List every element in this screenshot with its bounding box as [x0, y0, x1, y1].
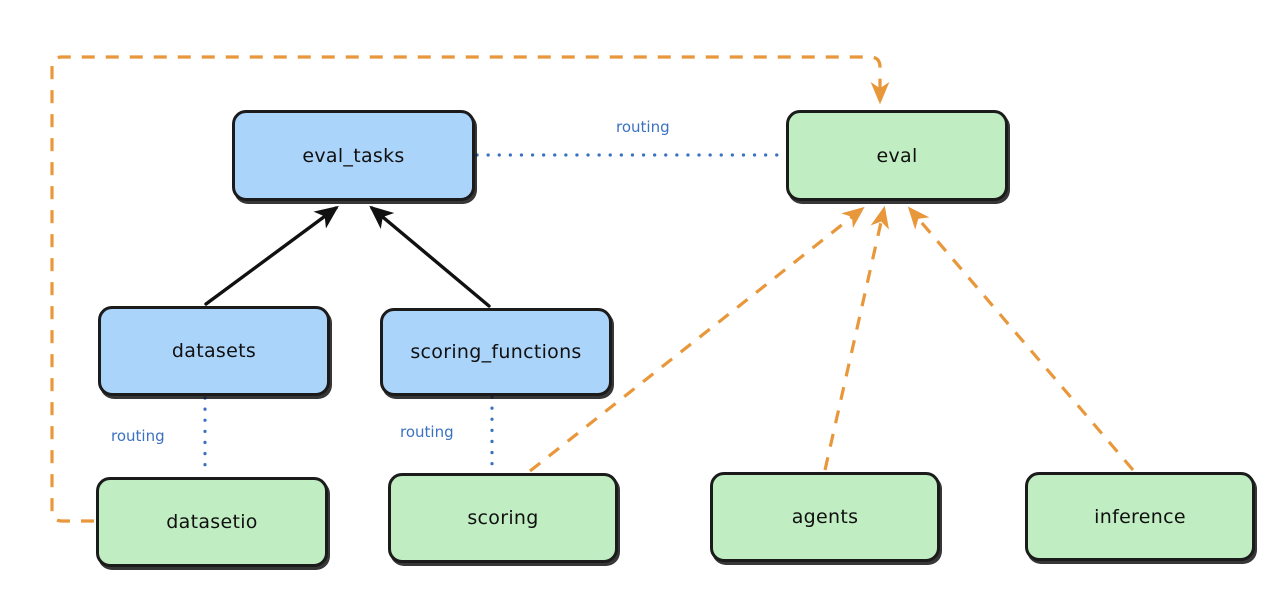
- node-datasets-label: datasets: [171, 340, 257, 362]
- node-scoring-functions-label: scoring_functions: [410, 341, 582, 363]
- node-datasets[interactable]: datasets: [98, 306, 330, 396]
- node-agents-label: agents: [791, 506, 859, 528]
- node-inference-label: inference: [1094, 505, 1186, 528]
- edge-agents-to-eval: [823, 205, 889, 471]
- edge-label-routing-eval-tasks-eval: routing: [616, 118, 670, 136]
- node-scoring-label: scoring: [467, 507, 539, 529]
- node-eval-tasks[interactable]: eval_tasks: [232, 110, 475, 201]
- edge-label-routing-datasets-datasetio: routing: [111, 427, 165, 445]
- node-datasetio-label: datasetio: [166, 511, 258, 533]
- edge-datasets-to-eval-tasks: [204, 205, 339, 306]
- node-inference[interactable]: inference: [1025, 472, 1255, 561]
- edge-label-routing-scoring-functions-scoring: routing: [400, 423, 454, 441]
- node-scoring-functions[interactable]: scoring_functions: [380, 308, 612, 396]
- node-scoring[interactable]: scoring: [388, 473, 618, 563]
- node-agents[interactable]: agents: [710, 472, 940, 562]
- node-eval-tasks-label: eval_tasks: [302, 144, 405, 167]
- edge-inference-to-eval: [907, 206, 1135, 472]
- edge-scoring-functions-to-eval-tasks: [369, 205, 491, 308]
- edge-datasetio-to-eval: [50, 55, 890, 523]
- node-datasetio[interactable]: datasetio: [96, 477, 328, 567]
- node-eval-label: eval: [876, 144, 918, 167]
- node-eval[interactable]: eval: [786, 110, 1008, 201]
